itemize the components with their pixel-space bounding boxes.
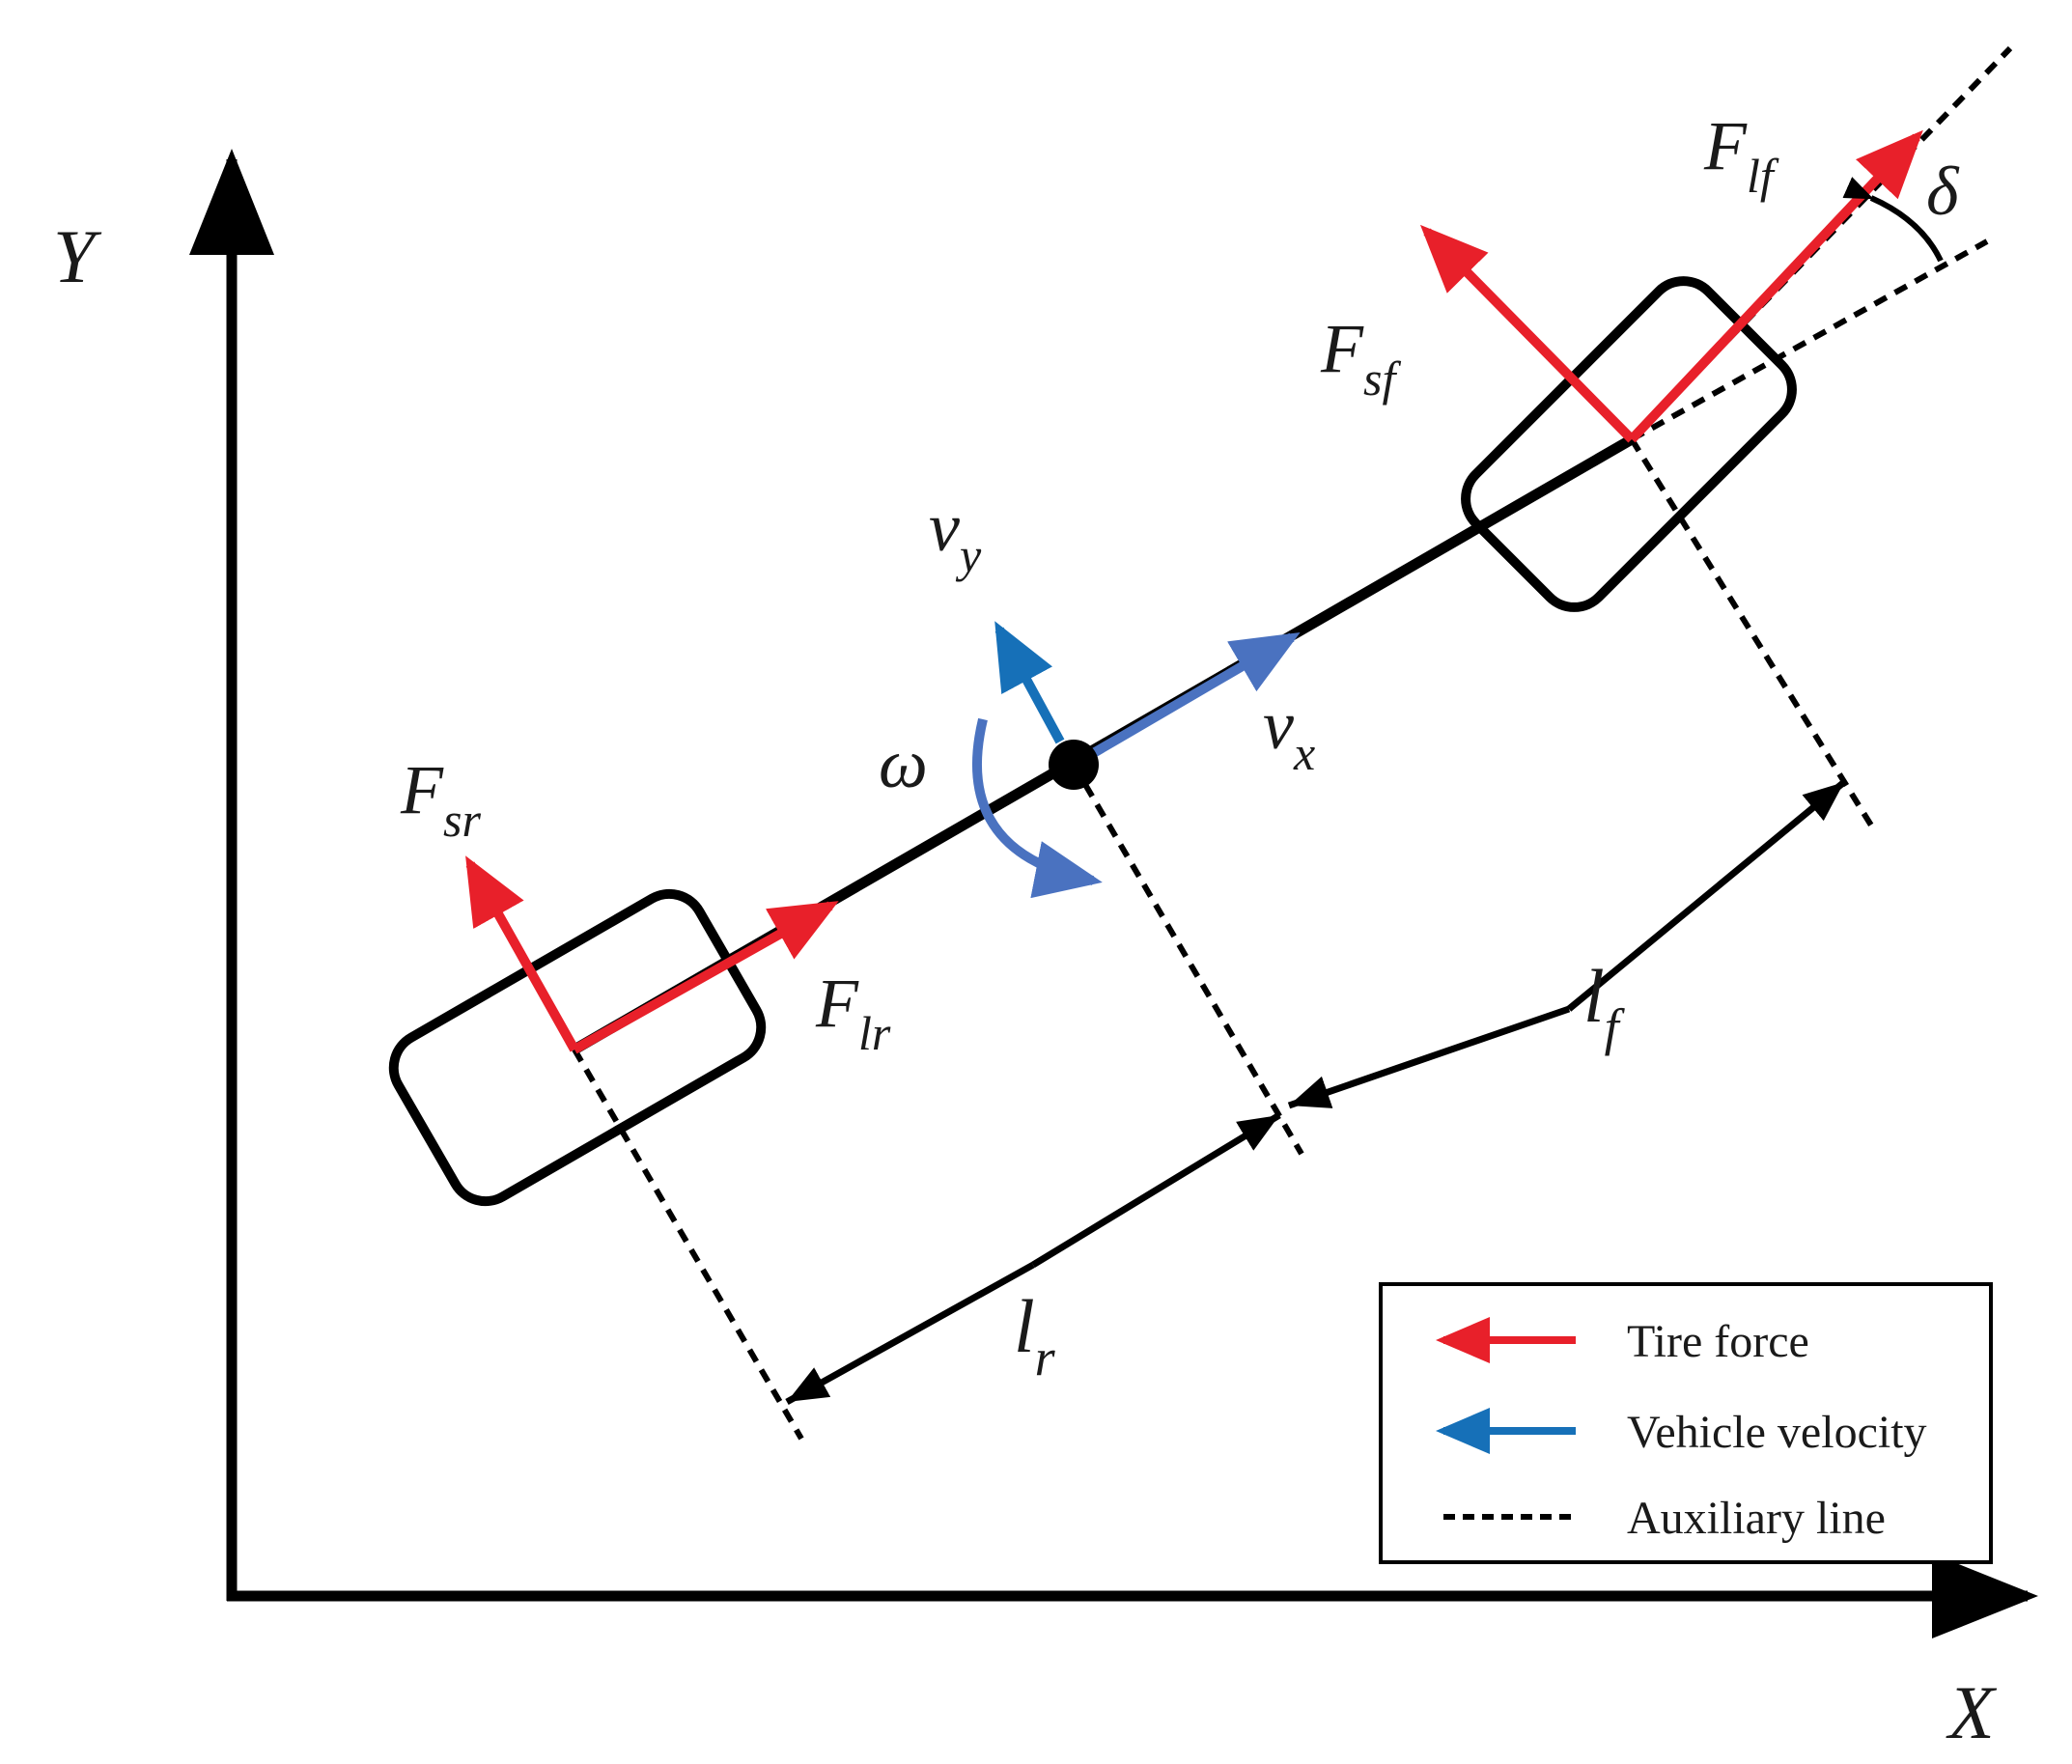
f-sr-arrow [465,855,579,1052]
l-r-dimension-arrow-b [785,1261,1035,1406]
f-sr-label: Fsr [400,751,481,847]
x-axis-label: X [1946,1670,1998,1754]
delta-label: δ [1926,153,1960,230]
f-sf-label: Fsf [1320,310,1401,406]
legend-label-tire-force: Tire force [1627,1316,1809,1367]
v-x-label: vx [1263,686,1315,780]
l-r-dimension-arrow-a [1031,1112,1281,1268]
legend: Tire force Vehicle velocity Auxiliary li… [1379,1282,1993,1564]
l-r-label: lr [1014,1284,1056,1386]
f-sf-arrow [1419,224,1636,443]
front-wheel [1461,276,1797,612]
auxiliary-lines [572,45,2013,1441]
rear-wheel-perpendicular [572,1048,804,1441]
omega-arc [972,717,1103,899]
v-y-arrow [994,621,1065,744]
cog-perpendicular [1071,763,1304,1156]
v-x-arrow [1071,631,1301,770]
center-of-gravity [1049,740,1099,790]
y-axis-label: Y [53,214,102,298]
f-lr-label: Flr [815,965,891,1060]
front-wheel-perpendicular [1629,437,1876,830]
l-f-dimension-arrow-a [1566,779,1847,1012]
f-lr-arrow [572,901,839,1054]
front-heading-line [1629,45,2013,442]
f-lf-label: Flf [1703,107,1779,203]
f-lf-arrow [1628,129,1923,443]
l-f-dimension-arrow-b [1287,1005,1571,1109]
legend-label-vehicle-velocity: Vehicle velocity [1627,1407,1927,1458]
omega-label: ω [879,725,928,802]
vehicle-axis-extension [1630,238,1989,442]
delta-arc [1842,177,1944,263]
legend-label-auxiliary-line: Auxiliary line [1627,1493,1886,1544]
v-y-label: vy [929,489,982,582]
